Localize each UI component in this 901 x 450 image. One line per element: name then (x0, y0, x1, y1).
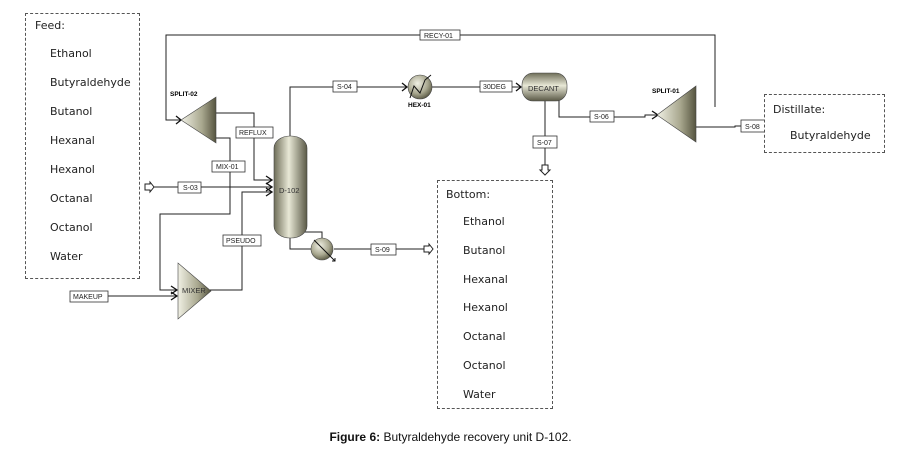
bottom-item: Octanal (463, 330, 506, 343)
product-arrow-icon (423, 242, 434, 256)
reboiler[interactable] (310, 237, 336, 262)
feed-composition-box: Feed: Ethanol Butyraldehyde Butanol Hexa… (25, 13, 140, 279)
svg-text:S-09: S-09 (375, 247, 390, 254)
stream-s-04 (289, 86, 407, 136)
arrow-icon (265, 175, 274, 185)
splitter-split-02[interactable]: SPLIT-02 (170, 91, 217, 144)
bottom-item: Water (463, 388, 496, 401)
svg-text:RECY-01: RECY-01 (424, 33, 453, 40)
splitter-split-01[interactable]: SPLIT-01 (652, 85, 697, 143)
block-name-mixer: MIXER (182, 286, 206, 295)
stream-tag-s-08[interactable]: S-08 (740, 119, 766, 133)
figure-caption-label: Figure 6: (329, 430, 381, 444)
stream-tag-s-06[interactable]: S-06 (589, 110, 615, 123)
feed-item: Octanal (50, 192, 93, 205)
distillate-title: Distillate: (773, 103, 826, 116)
distillate-composition-box: Distillate: Butyraldehyde (764, 94, 885, 153)
stream-reboiler-out (305, 231, 323, 240)
feed-item: Ethanol (50, 47, 92, 60)
svg-text:S-08: S-08 (745, 124, 760, 131)
svg-text:S-07: S-07 (537, 140, 552, 147)
svg-text:S-03: S-03 (183, 185, 198, 192)
feed-item: Butyraldehyde (50, 76, 131, 89)
stream-mix-01 (159, 137, 231, 291)
stream-reboiler-in (289, 238, 311, 250)
stream-tag-30deg[interactable]: 30DEG (479, 80, 513, 93)
block-name-decant: DECANT (528, 84, 559, 93)
bottom-item: Ethanol (463, 215, 505, 228)
bottom-item: Octanol (463, 359, 506, 372)
feed-item: Octanol (50, 221, 93, 234)
arrow-icon (265, 187, 274, 197)
column-d-102[interactable]: D-102 (273, 135, 308, 239)
stream-reflux (216, 112, 272, 181)
figure-caption: Figure 6: Butyraldehyde recovery unit D-… (0, 430, 901, 444)
arrow-icon (401, 82, 409, 92)
bottom-item: Hexanol (463, 301, 508, 314)
feed-item: Water (50, 250, 83, 263)
figure-caption-text: Butyraldehyde recovery unit D-102. (380, 430, 572, 444)
stream-tag-recy-01[interactable]: RECY-01 (419, 29, 461, 41)
svg-text:MIX-01: MIX-01 (216, 164, 239, 171)
feed-item: Butanol (50, 105, 93, 118)
arrow-icon (515, 82, 523, 92)
stream-tag-pseudo[interactable]: PSEUDO (222, 234, 262, 247)
svg-text:REFLUX: REFLUX (239, 130, 267, 137)
product-arrow-icon (538, 164, 552, 176)
distillate-item: Butyraldehyde (790, 129, 871, 142)
stream-tag-s-03[interactable]: S-03 (177, 181, 202, 194)
stream-tag-mix-01[interactable]: MIX-01 (211, 160, 246, 173)
feed-arrow-icon (144, 180, 155, 194)
svg-text:PSEUDO: PSEUDO (226, 238, 256, 245)
stream-tag-s-04[interactable]: S-04 (332, 80, 358, 93)
stream-recy-01 (165, 34, 716, 121)
svg-text:S-06: S-06 (594, 114, 609, 121)
decanter[interactable]: DECANT (521, 72, 568, 102)
block-name-d-102: D-102 (279, 186, 299, 195)
bottom-composition-box: Bottom: Ethanol Butanol Hexanal Hexanol … (437, 180, 553, 409)
stream-tag-s-09[interactable]: S-09 (370, 243, 397, 256)
svg-text:MAKEUP: MAKEUP (73, 294, 103, 301)
bottom-item: Hexanal (463, 273, 508, 286)
heat-exchanger-hex-01[interactable]: HEX-01 (407, 74, 433, 109)
mixer-block[interactable]: MIXER (177, 262, 212, 320)
arrow-icon (170, 291, 179, 301)
stream-tag-s-07[interactable]: S-07 (532, 135, 558, 149)
svg-text:S-04: S-04 (337, 84, 352, 91)
bottom-item: Butanol (463, 244, 506, 257)
stream-tag-reflux[interactable]: REFLUX (235, 126, 274, 139)
stream-tag-makeup[interactable]: MAKEUP (69, 290, 109, 303)
block-name-split-02: SPLIT-02 (170, 91, 198, 98)
svg-text:30DEG: 30DEG (483, 84, 506, 91)
block-name-hex-01: HEX-01 (408, 102, 431, 109)
feed-item: Hexanal (50, 134, 95, 147)
block-name-split-01: SPLIT-01 (652, 88, 680, 95)
bottom-title: Bottom: (446, 188, 491, 201)
stream-s-06 (558, 100, 657, 118)
feed-item: Hexanol (50, 163, 95, 176)
feed-title: Feed: (35, 19, 65, 32)
